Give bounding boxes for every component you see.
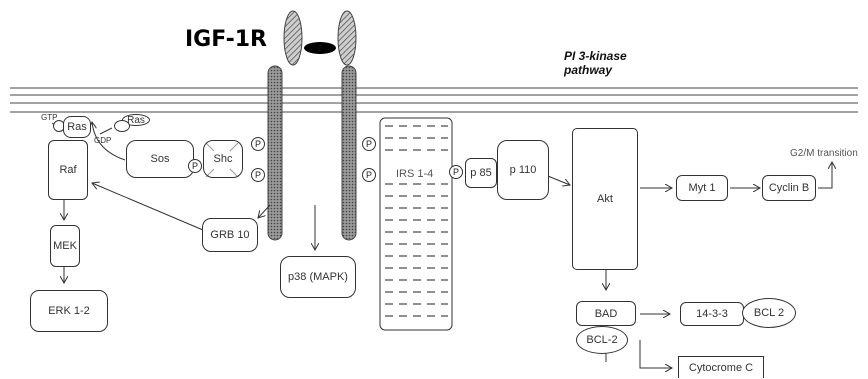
gdp-circle	[114, 120, 130, 132]
pathway-label-line2: pathway	[564, 63, 627, 77]
shc-node: Shc	[203, 140, 243, 178]
phospho-shc-top: P	[251, 137, 265, 151]
p38-node: p38 (MAPK)	[280, 256, 356, 298]
bad-node: BAD	[576, 301, 636, 326]
pathway-label-line1: PI 3-kinase	[564, 49, 627, 63]
receptor-bridge	[304, 42, 336, 54]
cell-membrane	[10, 88, 858, 112]
arrow-grb10-raf	[92, 183, 203, 230]
phospho-irs-top: P	[362, 137, 376, 151]
gdp-label: GDP	[94, 136, 111, 145]
myt1-node: Myt 1	[676, 175, 728, 201]
grb10-node: GRB 10	[202, 218, 258, 252]
receptor-chain-right	[342, 66, 356, 240]
pathway-label: PI 3-kinase pathway	[564, 49, 627, 77]
cytochrome-node: Cytocrome C	[678, 356, 764, 378]
receptor-lobe-left	[284, 11, 302, 65]
erk-node: ERK 1-2	[30, 290, 108, 332]
ras-node: Ras	[63, 116, 91, 138]
arrow-bad-cytc	[640, 340, 672, 368]
g2m-label: G2/M transition	[790, 148, 858, 159]
akt-node: Akt	[572, 128, 638, 270]
raf-node: Raf	[48, 140, 88, 200]
p110-node: p 110	[497, 140, 549, 200]
receptor-title: IGF-1R	[185, 27, 267, 52]
bcl2-oval-right: BCL 2	[742, 298, 796, 328]
p85-node: p 85	[465, 158, 497, 188]
irs-label: IRS 1-4	[396, 168, 433, 180]
sos-node: Sos	[126, 140, 194, 178]
node-14-3-3: 14-3-3	[680, 302, 744, 326]
phospho-shc-bottom: P	[251, 168, 265, 182]
bcl2-oval-left: BCL-2	[576, 326, 628, 354]
phospho-sos: P	[188, 159, 202, 173]
mek-node: MEK	[50, 225, 80, 267]
receptor-lobe-right	[338, 11, 356, 65]
arrow-cyclinb-g2m	[818, 162, 832, 188]
phospho-p85: P	[449, 165, 463, 179]
phospho-irs-bottom: P	[362, 168, 376, 182]
line-gdp-ras	[100, 128, 112, 134]
receptor-chain-left	[268, 66, 282, 240]
cyclinb-node: Cyclin B	[762, 175, 816, 201]
